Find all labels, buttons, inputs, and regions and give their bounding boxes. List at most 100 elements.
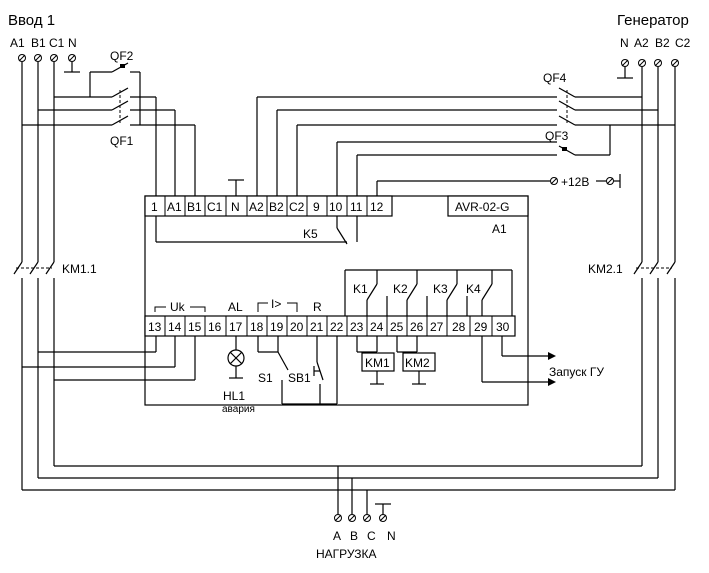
input1-phase-a1: A1 <box>10 36 25 50</box>
top-terminal-b1: B1 <box>187 200 202 214</box>
input1-terminals <box>18 54 76 62</box>
top-terminal-b2: B2 <box>269 200 284 214</box>
load-phase-c: C <box>367 529 376 543</box>
input1-phase-lines <box>21 62 55 262</box>
qf1-label: QF1 <box>110 134 134 148</box>
lamp-hl1-name: HL1 <box>223 389 245 403</box>
bottom-terminal-24: 24 <box>370 320 384 334</box>
switch-s1-label: S1 <box>258 371 273 385</box>
start-signal-label: Запуск ГУ <box>549 365 604 379</box>
switch-sb1-label: SB1 <box>288 371 311 385</box>
bottom-terminal-30: 30 <box>496 320 510 334</box>
qf4-label: QF4 <box>543 71 567 85</box>
bottom-terminal-29: 29 <box>474 320 488 334</box>
bottom-terminal-18: 18 <box>250 320 264 334</box>
device-bottom-terminal-strip <box>144 315 516 337</box>
coil-km2 <box>396 336 436 385</box>
top-terminal-n: N <box>231 200 240 214</box>
start-signal-wiring <box>481 336 556 386</box>
switch-sb1 <box>313 336 338 404</box>
bottom-terminal-28: 28 <box>452 320 466 334</box>
load-bus-lines <box>22 465 675 514</box>
km21-contacts <box>633 261 676 490</box>
top-terminal-a2: A2 <box>249 200 264 214</box>
generator-phase-c2: C2 <box>675 36 691 50</box>
uk-wiring <box>22 336 196 381</box>
group-r-label: R <box>313 300 322 314</box>
bottom-terminal-23: 23 <box>350 320 364 334</box>
relay-k5 <box>155 216 358 245</box>
bottom-terminal-15: 15 <box>188 320 202 334</box>
km11-contacts <box>13 261 55 490</box>
load-neutral-ground-icon <box>375 503 391 514</box>
input1-phase-n: N <box>68 36 77 50</box>
coil-km1 <box>356 336 395 385</box>
generator-neutral-ground-icon <box>617 67 633 79</box>
relay-k4-label: K4 <box>466 282 481 296</box>
group-brackets <box>154 302 298 312</box>
generator-phase-b2: B2 <box>655 36 670 50</box>
generator-title: Генератор <box>617 12 689 29</box>
bottom-terminals <box>164 316 493 336</box>
load-phase-a: A <box>333 529 341 543</box>
bottom-terminal-21: 21 <box>310 320 324 334</box>
top-terminals <box>164 196 368 216</box>
bottom-terminal-25: 25 <box>390 320 404 334</box>
bottom-terminal-19: 19 <box>270 320 284 334</box>
bottom-terminal-22: 22 <box>330 320 344 334</box>
top-terminal-1: 1 <box>151 200 158 214</box>
top-terminal-11: 11 <box>350 200 363 214</box>
generator-terminals <box>621 59 679 67</box>
load-terminals <box>334 514 387 522</box>
relay-k1-label: K1 <box>353 282 368 296</box>
generator-phase-lines <box>641 67 676 262</box>
bottom-terminal-17: 17 <box>229 320 243 334</box>
top-terminal-a1: A1 <box>167 200 182 214</box>
generator-phase-a2: A2 <box>634 36 649 50</box>
group-i-label: I> <box>271 297 281 311</box>
coil-km1-label: KM1 <box>365 356 390 370</box>
relay-k5-label: K5 <box>303 227 318 241</box>
supply-12v-wiring <box>376 174 621 196</box>
relay-contacts-group <box>344 269 513 316</box>
input1-neutral-ground-icon <box>64 62 80 73</box>
bottom-terminal-20: 20 <box>290 320 304 334</box>
qf2-wiring <box>89 62 141 125</box>
relay-k3-label: K3 <box>433 282 448 296</box>
top-terminal-c2: C2 <box>289 200 305 214</box>
device-top-terminal-strip <box>144 195 393 217</box>
bottom-terminal-13: 13 <box>148 320 162 334</box>
input1-title: Ввод 1 <box>8 12 55 29</box>
km11-label: KM1.1 <box>62 262 97 276</box>
device-n-ground-icon <box>228 179 244 196</box>
qf4-wiring <box>256 87 675 196</box>
qf3-label: QF3 <box>545 129 569 143</box>
group-al-label: AL <box>228 300 243 314</box>
group-uk-label: Uk <box>170 300 186 314</box>
input1-phase-b1: B1 <box>31 36 46 50</box>
device-designator: A1 <box>492 222 507 236</box>
supply-12v-label: +12В <box>561 175 589 189</box>
top-terminal-9: 9 <box>313 200 320 214</box>
generator-phase-n: N <box>620 36 629 50</box>
top-terminal-c1: C1 <box>207 200 223 214</box>
qf2-label: QF2 <box>110 49 134 63</box>
lamp-hl1 <box>227 336 245 379</box>
bottom-terminal-27: 27 <box>430 320 444 334</box>
lamp-hl1-caption: авария <box>222 404 255 415</box>
bottom-terminal-16: 16 <box>208 320 222 334</box>
top-terminal-12: 12 <box>370 200 384 214</box>
device-model-box <box>447 195 529 217</box>
load-phase-b: B <box>350 529 358 543</box>
bottom-terminal-26: 26 <box>410 320 424 334</box>
bottom-terminal-14: 14 <box>168 320 182 334</box>
load-phase-n: N <box>387 529 396 543</box>
km21-label: KM2.1 <box>588 262 623 276</box>
switch-s1 <box>257 336 337 405</box>
qf3-wiring <box>336 125 611 196</box>
qf1-wiring <box>22 87 196 196</box>
load-title: НАГРУЗКА <box>316 547 377 561</box>
input1-phase-c1: C1 <box>49 36 65 50</box>
coil-km2-label: KM2 <box>405 356 430 370</box>
